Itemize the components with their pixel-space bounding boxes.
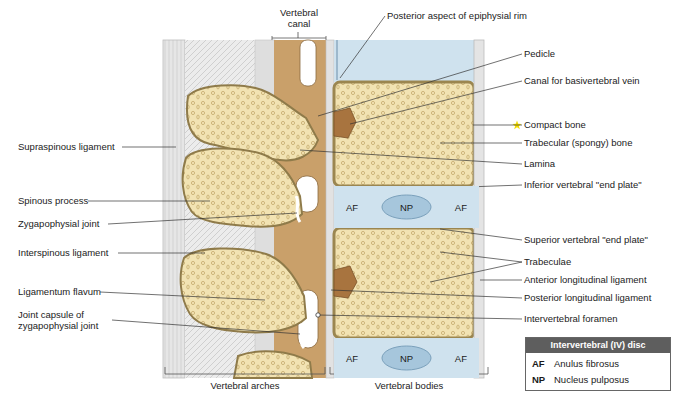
part-label: Posterior longitudinal ligament — [524, 292, 651, 303]
leader-line — [318, 315, 522, 319]
part-label: Zygapophysial joint — [18, 218, 99, 229]
part-label: Posterior aspect of epiphysial rim — [387, 10, 527, 21]
epiphysial-rim — [336, 40, 338, 80]
region-abbreviation: AF — [346, 202, 358, 213]
region-abbreviation: AF — [455, 202, 467, 213]
disc-band: AF AF NP — [334, 338, 479, 378]
legend-title: Intervertebral (IV) disc — [526, 340, 670, 351]
part-label: Joint capsule of zygapophysial joint — [18, 309, 114, 331]
intervertebral-disc — [334, 40, 479, 82]
region-abbreviation: AF — [455, 353, 467, 364]
zygapophysial-joint — [296, 196, 300, 222]
legend-abbreviation: NP — [532, 374, 545, 385]
leader-line — [331, 290, 522, 298]
leader-line — [350, 81, 522, 124]
part-label: Anterior longitudinal ligament — [524, 274, 647, 285]
spinous-process — [181, 248, 306, 332]
vertebral-body — [334, 82, 474, 186]
pointer-dot — [316, 313, 320, 317]
region-abbreviation: NP — [381, 202, 432, 213]
leader-line — [430, 262, 522, 282]
part-label: Vertebral arches — [165, 380, 325, 391]
region-abbreviation: NP — [381, 353, 432, 364]
part-label: Supraspinous ligament — [18, 141, 115, 152]
legend-box: Intervertebral (IV) discAF Anulus fibrosu… — [525, 337, 671, 391]
canal-gap — [300, 40, 316, 86]
vertebral-body — [334, 228, 474, 338]
disc-band: AF AF NP — [334, 186, 479, 228]
leader-line — [440, 229, 522, 240]
part-label: Compact bone — [524, 119, 586, 130]
part-label: Canal for basivertebral vein — [524, 75, 640, 86]
part-label: Pedicle — [524, 48, 555, 59]
leader-line — [100, 292, 265, 300]
leader-line — [440, 143, 522, 144]
basivertebral-canal — [334, 266, 357, 298]
region-abbreviation: AF — [346, 353, 358, 364]
bracket — [165, 367, 325, 374]
nucleus-shape — [382, 346, 431, 370]
part-label: Inferior vertebral "end plate" — [524, 179, 642, 190]
legend-abbreviation: AF — [532, 358, 545, 369]
part-label: Ligamentum flavum — [18, 286, 101, 297]
leader-line — [298, 32, 299, 38]
supraspinous-ligament — [163, 40, 185, 378]
legend-term: Anulus fibrosus — [554, 358, 619, 369]
zygapophysial-joint — [300, 324, 304, 348]
part-label: Superior vertebral "end plate" — [524, 234, 648, 245]
nucleus-ellipse: NP — [381, 194, 432, 220]
part-label: Interspinous ligament — [18, 247, 108, 258]
leader-line — [473, 125, 522, 126]
bracket — [272, 36, 326, 40]
nucleus-shape — [382, 195, 431, 219]
leader-line — [340, 16, 385, 78]
leader-line — [108, 213, 297, 224]
part-label: Spinous process — [18, 195, 88, 206]
part-label: Vertebral bodies — [330, 380, 488, 391]
leader-line — [300, 150, 522, 164]
part-label: Lamina — [524, 158, 555, 169]
leader-line — [112, 320, 300, 334]
part-label: Vertebral canal — [272, 7, 326, 29]
legend-term: Nucleus pulposus — [554, 374, 629, 385]
part-label: Trabeculae — [524, 256, 571, 267]
leader-line — [440, 252, 522, 262]
part-label: Trabecular (spongy) bone — [524, 137, 632, 148]
leader-line — [480, 280, 522, 281]
leader-line — [118, 253, 205, 254]
leader-line — [122, 147, 176, 148]
nucleus-ellipse: NP — [381, 345, 432, 371]
part-label: Intervertebral foramen — [524, 313, 617, 324]
leader-line — [88, 201, 210, 202]
spinous-process — [183, 148, 302, 226]
